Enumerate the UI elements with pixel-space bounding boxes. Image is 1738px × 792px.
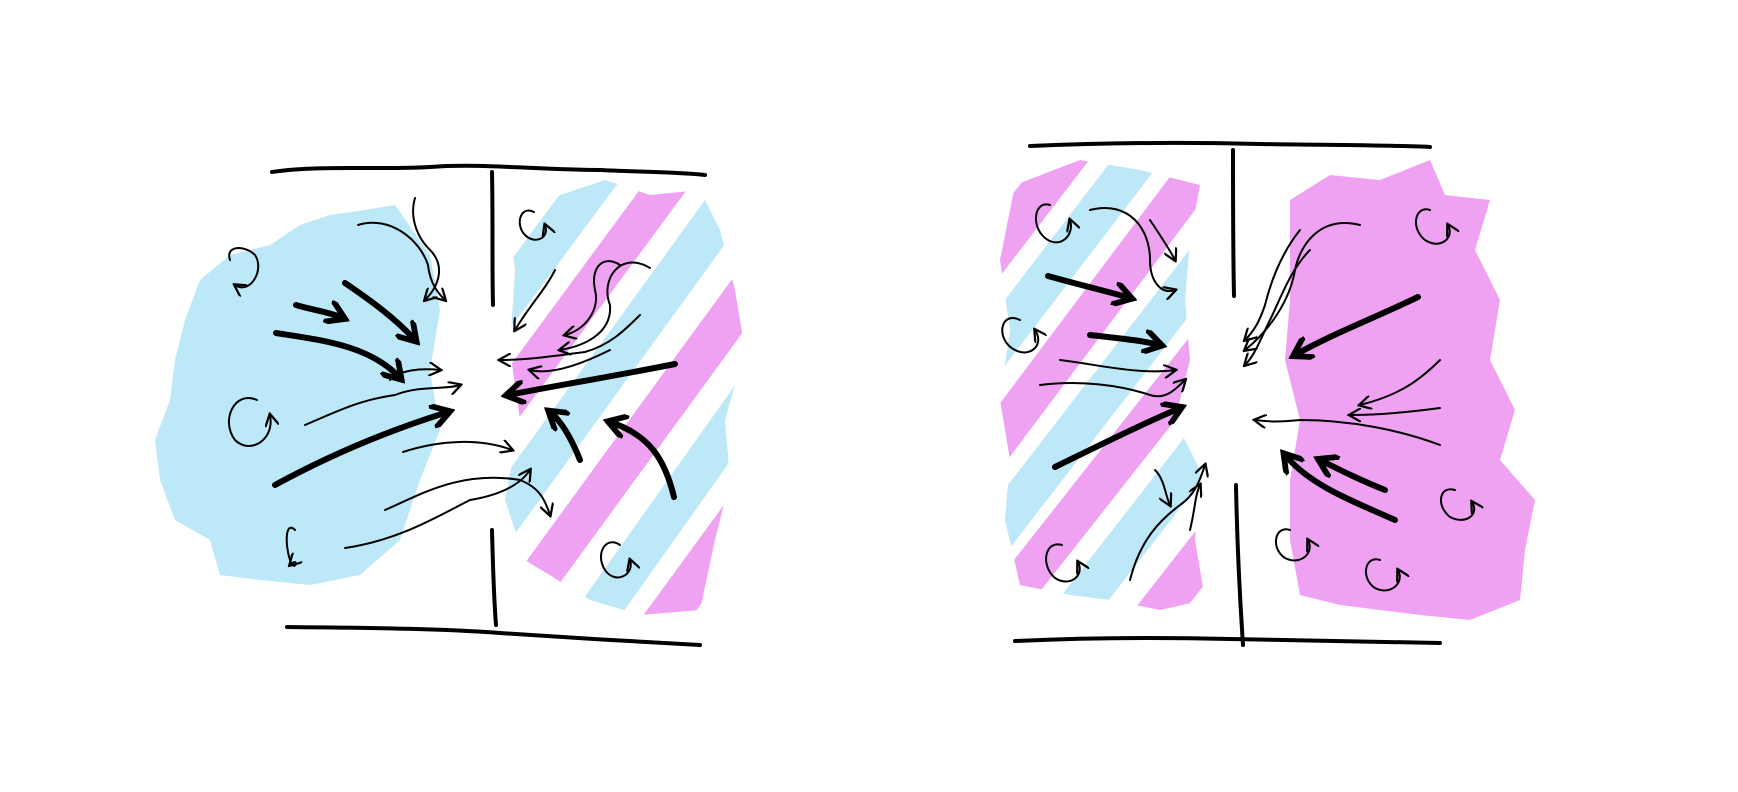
striped-fluid-region: [505, 180, 745, 615]
striped-fluid-region: [1000, 160, 1205, 610]
wall-icon: [490, 528, 498, 627]
wall-icon: [490, 170, 495, 307]
arrow-icon: [304, 197, 651, 549]
arrow-icon: [1045, 273, 1421, 523]
wall-icon: [1013, 635, 1442, 645]
swirl-icon: [1001, 203, 1474, 592]
wall-icon: [1028, 140, 1432, 149]
wall-icon: [285, 625, 702, 647]
wall-icon: [270, 163, 707, 177]
arrow-icon: [1039, 207, 1441, 581]
panel-right: [1000, 140, 1535, 647]
swirl-icon: [227, 209, 631, 579]
panel-left: [155, 163, 745, 647]
wall-icon: [1234, 483, 1245, 647]
arrow-icon: [272, 280, 678, 500]
wall-icon: [1231, 148, 1236, 298]
